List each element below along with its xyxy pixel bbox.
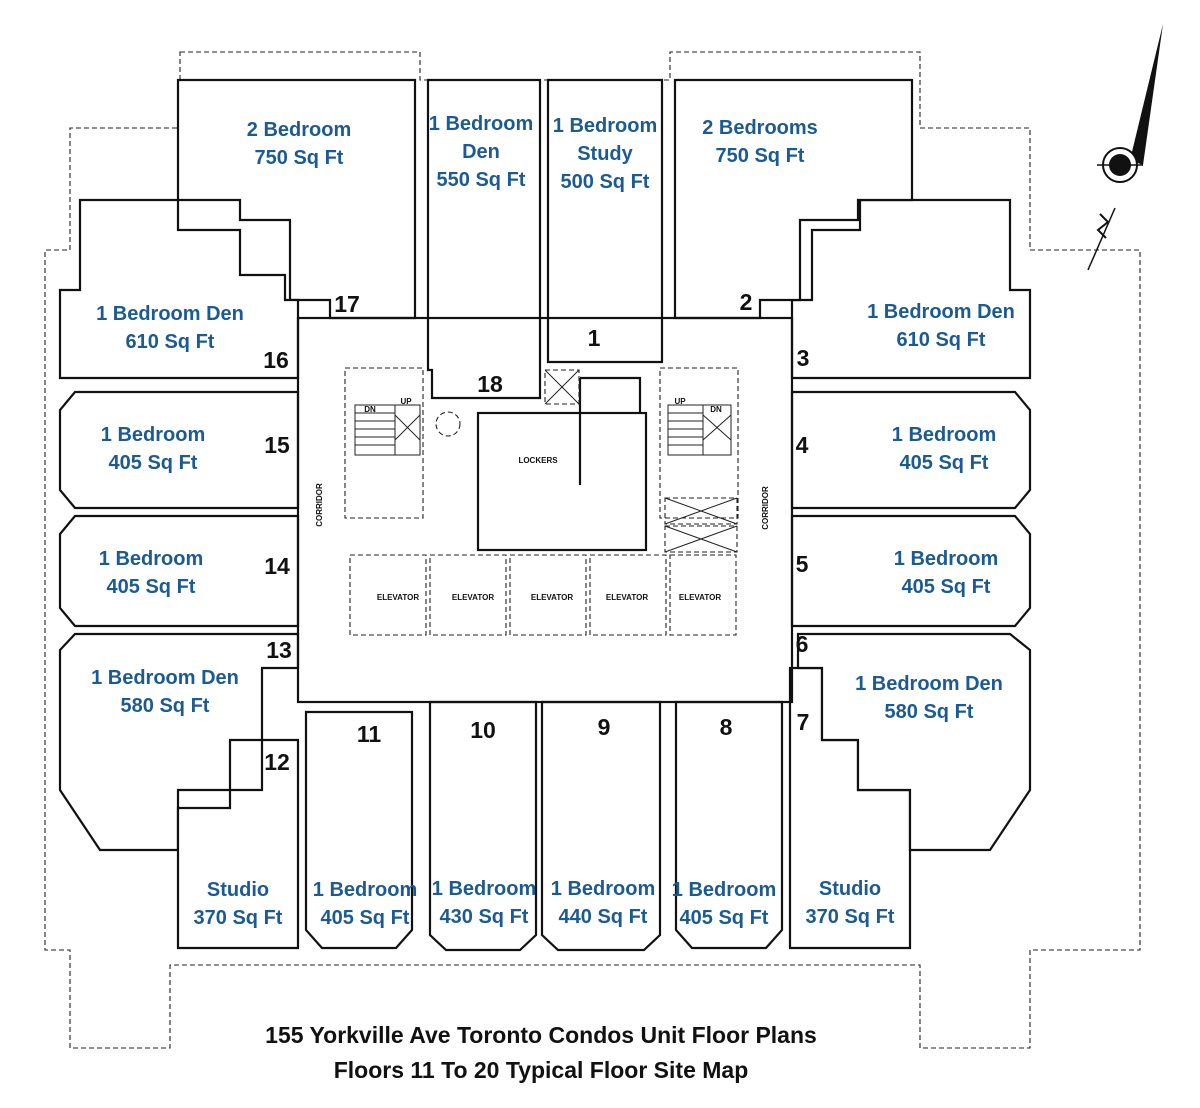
unit-number: 15 [264,432,290,458]
north-arrow-icon [1087,24,1163,271]
unit-number: 14 [264,553,290,579]
unit-size: 610 Sq Ft [897,329,986,351]
unit-type: 1 Bedroom Den [867,301,1015,323]
unit-type: 1 Bedroom [429,113,533,135]
unit-type: Studio [207,879,269,901]
elevator-label: ELEVATOR [606,593,648,602]
unit-number: 13 [266,637,292,663]
unit-type: 1 Bedroom [672,879,776,901]
stair-down-label: DN [364,405,376,414]
unit-size: 370 Sq Ft [194,907,283,929]
stair-up-label: UP [674,397,686,406]
elevator-label: ELEVATOR [377,593,419,602]
unit-type: 1 Bedroom [553,115,657,137]
unit-size: 405 Sq Ft [680,907,769,929]
stair-down-label: DN [710,405,722,414]
building-core [296,316,794,704]
unit-size: 440 Sq Ft [559,906,648,928]
caption-title: 155 Yorkville Ave Toronto Condos Unit Fl… [265,1022,817,1048]
unit-size: 370 Sq Ft [806,906,895,928]
lockers-room [476,411,648,552]
unit-size: 500 Sq Ft [561,171,650,193]
unit-type: 1 Bedroom [894,548,998,570]
lockers-label: LOCKERS [518,456,558,465]
unit-sub: Study [577,143,633,165]
unit-type: 2 Bedroom [247,119,351,141]
unit-type: Studio [819,878,881,900]
unit-sub: Den [462,141,500,163]
elevator-label: ELEVATOR [452,593,494,602]
corridor-label: CORRIDOR [315,483,324,527]
stair-left [354,404,421,456]
unit-size: 405 Sq Ft [900,452,989,474]
elevator-label: ELEVATOR [679,593,721,602]
unit-number: 7 [797,709,810,735]
unit-type: 1 Bedroom [313,879,417,901]
unit-number: 1 [588,325,601,351]
unit-type: 1 Bedroom [432,878,536,900]
unit-size: 750 Sq Ft [716,145,805,167]
unit-number: 5 [796,551,809,577]
unit-type: 1 Bedroom [101,424,205,446]
unit-number: 10 [470,717,496,743]
unit-type: 1 Bedroom [551,878,655,900]
unit-size: 750 Sq Ft [255,147,344,169]
unit-size: 550 Sq Ft [437,169,526,191]
stair-up-label: UP [400,397,412,406]
unit-size: 610 Sq Ft [126,331,215,353]
unit-type: 1 Bedroom Den [91,667,239,689]
unit-number: 18 [477,371,503,397]
unit-size: 405 Sq Ft [902,576,991,598]
corridor-label: CORRIDOR [761,486,770,530]
unit-type: 1 Bedroom [892,424,996,446]
elevator-label: ELEVATOR [531,593,573,602]
unit-number: 16 [263,347,289,373]
caption-subtitle: Floors 11 To 20 Typical Floor Site Map [334,1057,749,1083]
unit-size: 580 Sq Ft [121,695,210,717]
unit-size: 405 Sq Ft [321,907,410,929]
unit-number: 2 [740,289,753,315]
unit-type: 1 Bedroom Den [96,303,244,325]
unit-number: 3 [797,345,810,371]
unit-number: 9 [598,714,611,740]
unit-size: 580 Sq Ft [885,701,974,723]
unit-type: 1 Bedroom [99,548,203,570]
unit-number: 8 [720,714,733,740]
unit-number: 17 [334,291,360,317]
unit-number: 6 [796,631,809,657]
unit-number: 11 [357,721,382,747]
unit-number: 4 [796,432,809,458]
unit-size: 405 Sq Ft [107,576,196,598]
unit-type: 2 Bedrooms [702,117,818,139]
unit-type: 1 Bedroom Den [855,673,1003,695]
unit-size: 430 Sq Ft [440,906,529,928]
stair-right [667,404,732,456]
unit-size: 405 Sq Ft [109,452,198,474]
building-outline [44,51,1141,1049]
unit-number: 12 [264,749,290,775]
